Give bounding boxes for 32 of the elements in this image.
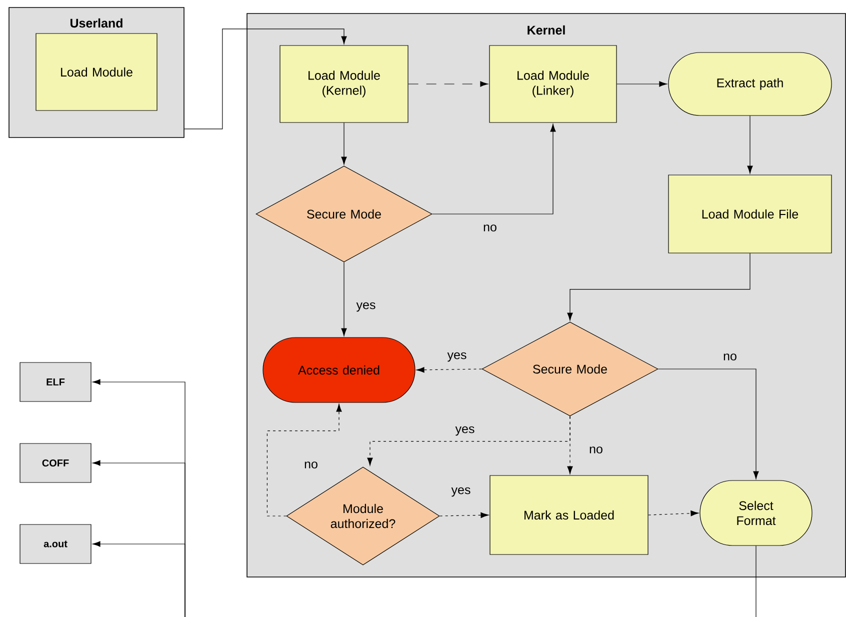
- arrow: [747, 116, 753, 174]
- arrow: [92, 541, 186, 617]
- arrow: [658, 368, 759, 480]
- arrow: [440, 512, 489, 518]
- process-box: Mark as Loaded: [490, 475, 648, 555]
- arrow: [408, 81, 488, 87]
- arrow: [341, 122, 347, 165]
- edge-label: no: [303, 460, 319, 470]
- group-title: Kernel: [528, 25, 565, 35]
- arrow: [648, 510, 699, 516]
- arrow: [341, 262, 347, 336]
- process-box: Load Module: [36, 33, 158, 111]
- arrow: [266, 404, 342, 516]
- process-box: Load Module File: [668, 174, 832, 254]
- arrow: [432, 124, 556, 214]
- arrow: [616, 81, 668, 87]
- arrow: [184, 28, 347, 130]
- arrow: [567, 416, 573, 474]
- edge-label: no: [722, 352, 738, 362]
- edge-label: no: [588, 446, 604, 454]
- arrow: [567, 253, 750, 321]
- terminal-box: Access denied: [262, 337, 416, 403]
- rounded-box: Extract path: [668, 52, 832, 116]
- group-title: Userland: [70, 18, 122, 28]
- edge-label: no: [482, 224, 498, 232]
- format-box: a.out: [20, 524, 92, 564]
- process-box: Load Module (Kernel): [280, 45, 408, 123]
- arrow: [416, 367, 482, 373]
- process-box: Load Module (Linker): [489, 45, 617, 123]
- format-box: ELF: [20, 362, 92, 402]
- format-box: COFF: [20, 443, 92, 483]
- rounded-box: Select Format: [700, 480, 812, 546]
